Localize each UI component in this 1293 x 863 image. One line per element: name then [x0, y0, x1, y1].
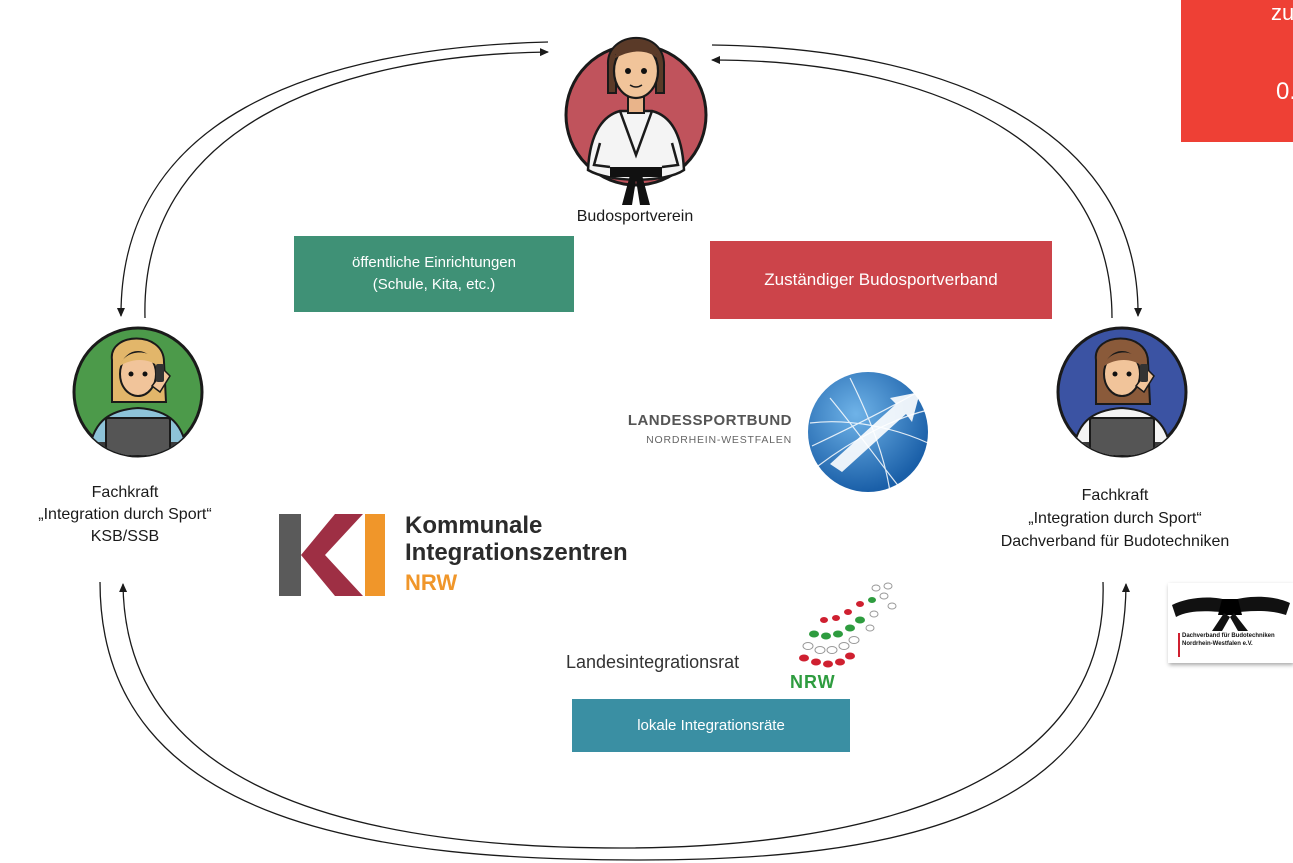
black-belt-icon — [1172, 596, 1290, 631]
left-line3: KSB/SSB — [90, 528, 160, 545]
arrow-top-to-left — [116, 41, 549, 317]
logo-kommunale-integrationszentren: Kommunale Integrationszentren NRW — [279, 512, 679, 602]
left-line1: Fachkraft — [91, 484, 159, 501]
box-public-line1: öffentliche Einrichtungen — [351, 254, 516, 271]
consultant-icon-right — [1056, 326, 1188, 458]
arrow-top-to-right — [711, 44, 1143, 317]
ki-line3: NRW — [405, 570, 458, 595]
box-local-label: lokale Integrationsräte — [637, 717, 785, 734]
dachverband-line1: Dachverband für Budotechniken — [1182, 633, 1275, 639]
node-budosportverein: Budosportverein — [560, 15, 710, 225]
node-label-left: Fachkraft „Integration durch Sport“ KSB/… — [0, 482, 250, 548]
lir-dots-icon — [799, 582, 897, 668]
consultant-icon-left — [72, 326, 204, 458]
ki-line1: Kommunale — [405, 512, 543, 539]
judoka-icon — [564, 36, 708, 205]
left-line2: „Integration durch Sport“ — [38, 506, 212, 523]
arrow-left-to-right-bottom — [99, 581, 1130, 861]
node-label-right: Fachkraft „Integration durch Sport“ Dach… — [960, 484, 1270, 553]
logo-dachverband-budotechniken: Dachverband für Budotechniken Nordrhein-… — [1168, 583, 1293, 663]
dachverband-red-rule — [1178, 633, 1180, 657]
lsb-line2: NORDRHEIN-WESTFALEN — [646, 434, 792, 446]
node-fachkraft-dachverband — [1052, 322, 1192, 462]
lsb-globe-icon — [808, 372, 929, 493]
arrow-left-to-top — [144, 48, 549, 319]
box-association-label: Zuständiger Budosportverband — [764, 270, 998, 289]
lir-label: Landesintegrationsrat — [566, 652, 740, 672]
right-line3: Dachverband für Budotechniken — [1000, 533, 1230, 550]
ki-mark-icon — [279, 514, 385, 596]
arrow-right-to-left-bottom — [119, 581, 1104, 849]
logo-landesintegrationsrat: Landesintegrationsrat — [566, 578, 906, 694]
logo-landessportbund: LANDESSPORTBUND NORDRHEIN-WESTFALEN — [580, 368, 940, 498]
corner-tab-line1: zu — [1271, 0, 1293, 25]
node-label-budosportverein: Budosportverein — [576, 208, 694, 225]
box-public-line2: (Schule, Kita, etc.) — [372, 276, 496, 293]
lir-nrw-mark: NRW — [790, 672, 836, 692]
node-fachkraft-ksb — [68, 322, 208, 462]
ki-line2: Integrationszentren — [405, 539, 628, 566]
dachverband-line2: Nordrhein-Westfalen e.V. — [1182, 641, 1253, 647]
box-local-integration-councils: lokale Integrationsräte — [572, 699, 850, 752]
right-line1: Fachkraft — [1081, 487, 1149, 504]
lsb-line1: LANDESSPORTBUND — [627, 412, 792, 429]
corner-tab-line2: 0. — [1276, 78, 1293, 105]
box-public-institutions: öffentliche Einrichtungen (Schule, Kita,… — [294, 236, 574, 312]
box-budosportverband: Zuständiger Budosportverband — [710, 241, 1052, 319]
arrow-right-to-top — [711, 56, 1113, 319]
right-line2: „Integration durch Sport“ — [1028, 510, 1202, 527]
corner-tab[interactable]: zu 0. — [1181, 0, 1293, 142]
